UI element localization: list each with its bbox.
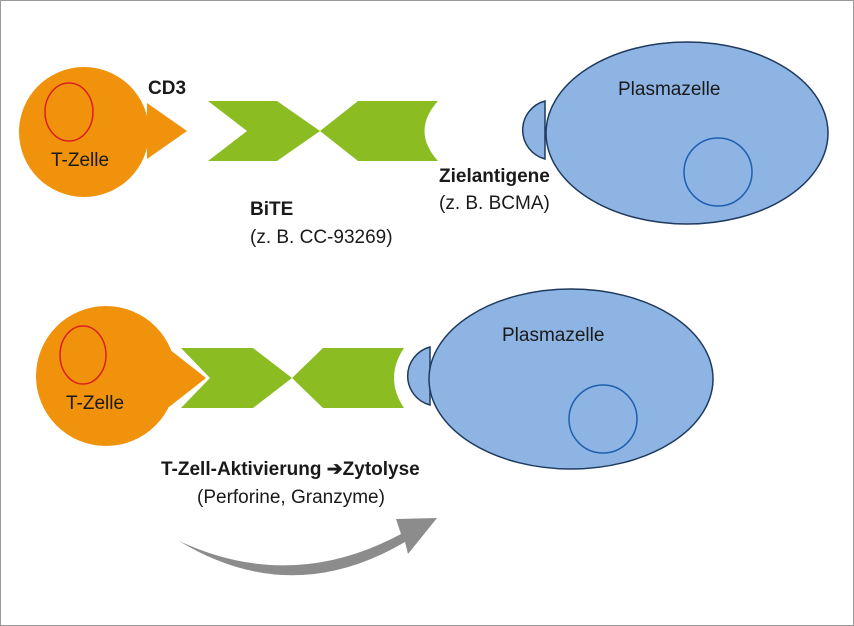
t-cell-top — [19, 67, 149, 197]
plasma-cell-bottom — [428, 288, 714, 470]
plasma-cell-label-bottom: Plasmazelle — [502, 325, 604, 346]
t-cell-bottom — [36, 306, 176, 446]
bite-right-arm-bottom — [292, 348, 404, 408]
cd3-receptor-top — [147, 103, 187, 159]
target-antigen-top — [521, 100, 546, 160]
cd3-receptor-bottom — [169, 349, 206, 407]
cd3-label: CD3 — [148, 78, 186, 99]
plasma-cell-label-top: Plasmazelle — [618, 79, 720, 100]
labels: T-Zelle CD3 BiTE (z. B. CC-93269) Zielan… — [51, 78, 720, 508]
t-cell-nucleus-bottom — [59, 325, 107, 385]
bite-left-arm-bottom — [181, 348, 292, 408]
bite-example-label: (z. B. CC-93269) — [250, 227, 393, 248]
t-cell-label-top: T-Zelle — [51, 150, 109, 171]
top-scene — [19, 41, 829, 225]
antigen-label: Zielantigene — [439, 166, 550, 187]
t-cell-label-bottom: T-Zelle — [66, 393, 124, 414]
activation-label: T-Zell-Aktivierung ➔Zytolyse — [161, 459, 420, 480]
target-antigen-bottom — [406, 346, 431, 406]
t-cell-nucleus-top — [44, 82, 94, 142]
bite-label: BiTE — [250, 199, 293, 220]
plasma-cell-nucleus-top — [683, 137, 753, 207]
plasma-cell-nucleus-bottom — [568, 384, 638, 454]
bite-right-arm-top — [320, 101, 438, 161]
plasma-cell-top — [545, 41, 829, 225]
bite-left-arm-top — [208, 101, 320, 161]
activation-arrow — [179, 518, 437, 576]
activation-detail-label: (Perforine, Granzyme) — [197, 487, 385, 508]
antigen-example-label: (z. B. BCMA) — [439, 193, 550, 214]
bottom-scene — [36, 288, 714, 576]
